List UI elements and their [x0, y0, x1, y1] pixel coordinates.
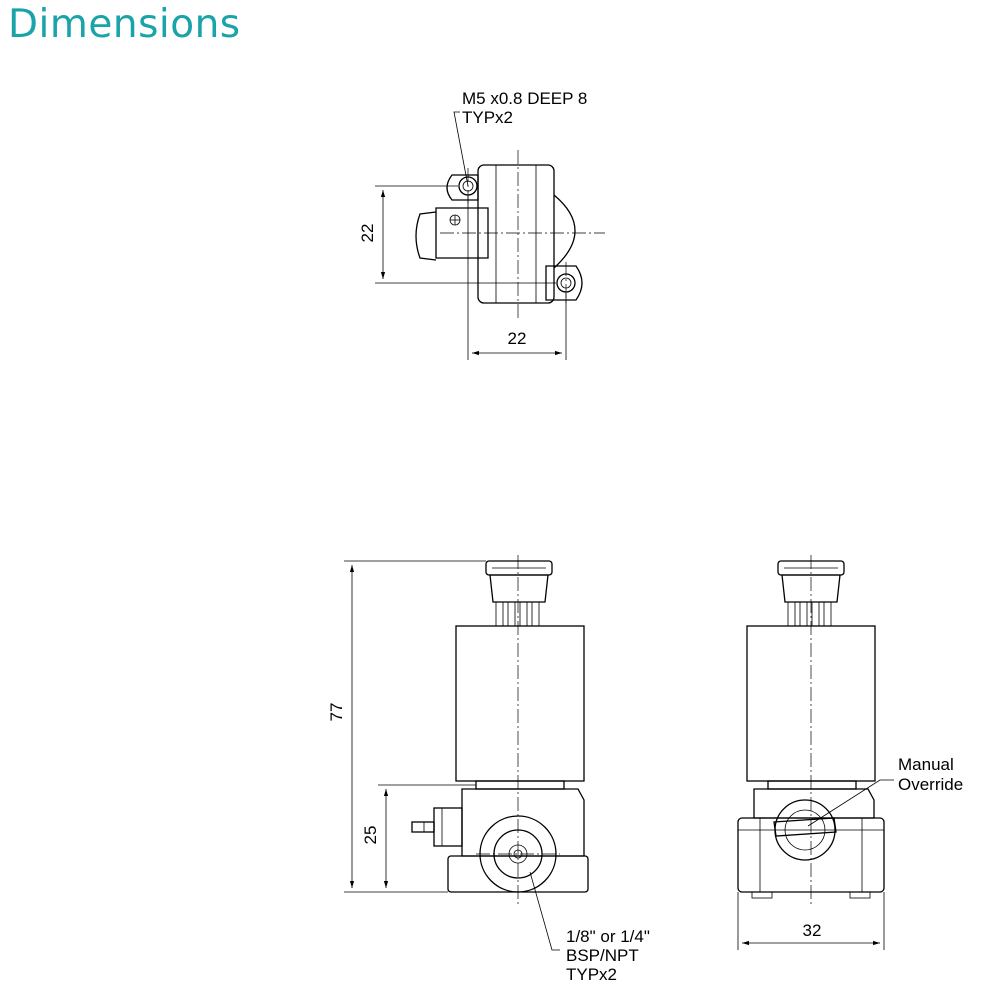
top-view	[375, 111, 605, 360]
override-label-line1: Manual	[898, 755, 954, 774]
port-note-line3: TYPx2	[566, 965, 617, 984]
thread-note-line2: TYPx2	[462, 108, 513, 127]
top-dim-horizontal-label: 22	[508, 329, 527, 348]
side-view	[737, 555, 894, 950]
front-dim-overall-height-label: 77	[327, 703, 346, 722]
front-dim-base-height-label: 25	[361, 826, 380, 845]
top-dim-vertical-label: 22	[358, 224, 377, 243]
override-label-line2: Override	[898, 775, 963, 794]
port-note-line2: BSP/NPT	[566, 946, 639, 965]
port-note-line1: 1/8" or 1/4"	[566, 927, 650, 946]
page-title: Dimensions	[8, 2, 241, 47]
front-view	[344, 555, 589, 951]
side-dim-width-label: 32	[803, 921, 822, 940]
thread-note-line1: M5 x0.8 DEEP 8	[462, 89, 587, 108]
